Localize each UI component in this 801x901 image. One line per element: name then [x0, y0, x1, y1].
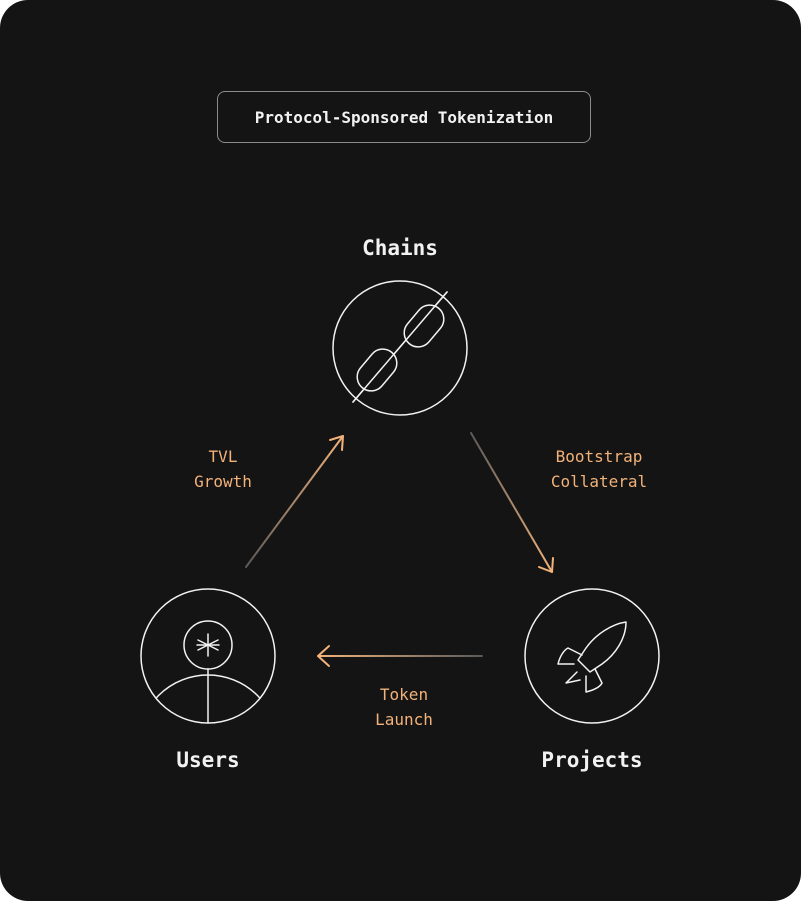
arrow-users-to-chains: [245, 435, 344, 568]
users-node: [140, 588, 276, 724]
projects-node: [524, 588, 660, 724]
chains-node: [332, 280, 468, 416]
chains-node-circle: [332, 280, 468, 416]
edge-label-line: Collateral: [550, 472, 648, 491]
user-icon: [141, 620, 275, 724]
rocket-icon: [557, 621, 627, 693]
edge-label-tvl-growth: TVL Growth: [143, 444, 303, 494]
diagram-title-text: Protocol-Sponsored Tokenization: [254, 107, 554, 127]
arrow-projects-to-users: [317, 645, 483, 667]
projects-label: Projects: [541, 748, 643, 772]
chains-label: Chains: [362, 236, 438, 260]
users-label: Users: [176, 748, 240, 772]
edge-label-line: Launch: [375, 710, 433, 729]
edge-label-line: TVL: [208, 447, 238, 466]
chain-link-icon: [352, 291, 448, 403]
arrow-chains-to-projects: [470, 432, 554, 573]
edge-label-line: Token: [379, 685, 429, 704]
edge-label-token-launch: Token Launch: [324, 682, 484, 732]
edge-label-bootstrap-collateral: Bootstrap Collateral: [519, 444, 679, 494]
edge-label-line: Growth: [194, 472, 252, 491]
projects-node-circle: [524, 588, 660, 724]
edge-label-line: Bootstrap: [555, 447, 643, 466]
diagram-title: Protocol-Sponsored Tokenization: [217, 91, 591, 143]
